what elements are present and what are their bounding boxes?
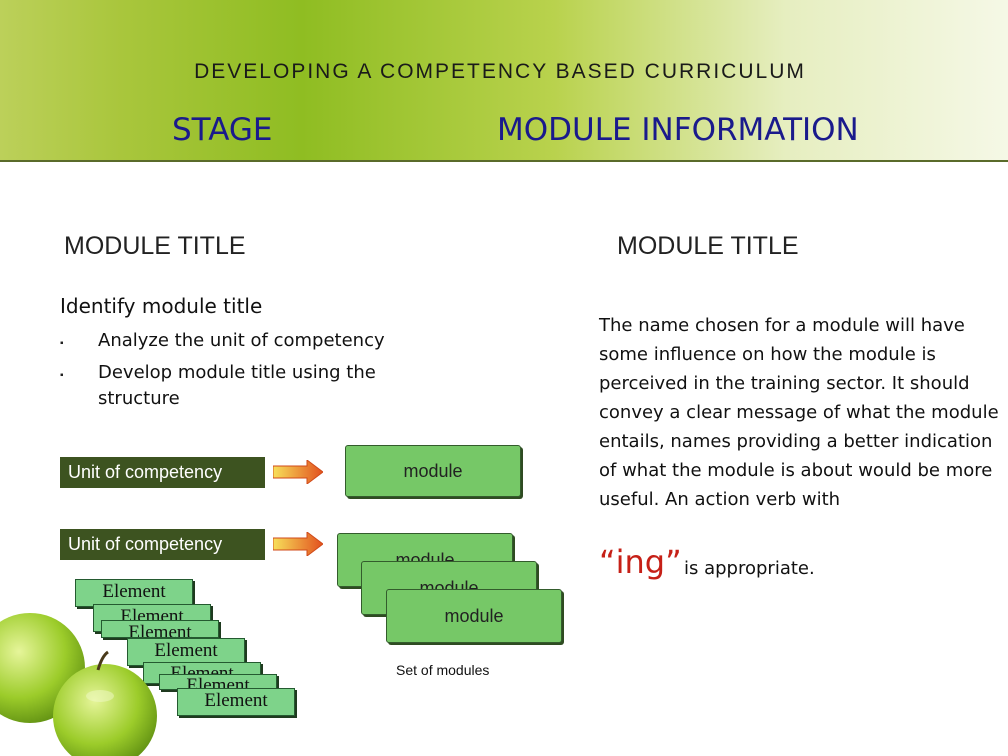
green-apples-image — [0, 613, 157, 756]
appropriate-text: is appropriate. — [684, 558, 815, 579]
header-banner — [0, 0, 1008, 160]
right-column-title: MODULE TITLE — [617, 232, 799, 260]
stage-label: STAGE — [172, 112, 273, 148]
bullet-text: Analyze the unit of competency — [98, 330, 385, 351]
element-box: Element — [177, 688, 295, 716]
bullet-marker: ▪ — [60, 338, 64, 349]
unit-of-competency-box: Unit of competency — [60, 529, 265, 560]
header-divider — [0, 160, 1008, 162]
unit-of-competency-box: Unit of competency — [60, 457, 265, 488]
element-box: Element — [101, 620, 219, 638]
right-arrow-icon — [273, 460, 323, 484]
identify-heading: Identify module title — [60, 294, 263, 318]
ing-highlight: “ing” — [599, 543, 682, 581]
element-box: Element — [75, 579, 193, 607]
module-box: module — [386, 589, 562, 643]
bullet-marker: ▪ — [60, 370, 64, 381]
bullet-text-line1: Develop module title using the — [98, 362, 376, 383]
set-of-modules-caption: Set of modules — [396, 662, 490, 678]
right-arrow-icon — [273, 532, 323, 556]
bullet-text-line2: structure — [98, 388, 180, 409]
left-column-title: MODULE TITLE — [64, 232, 246, 260]
element-box: Element — [127, 638, 245, 666]
stage-value: MODULE INFORMATION — [497, 112, 859, 148]
deck-title: DEVELOPING A COMPETENCY BASED CURRICULUM — [194, 60, 806, 83]
module-title-description: The name chosen for a module will have s… — [599, 315, 999, 510]
module-box: module — [345, 445, 521, 497]
